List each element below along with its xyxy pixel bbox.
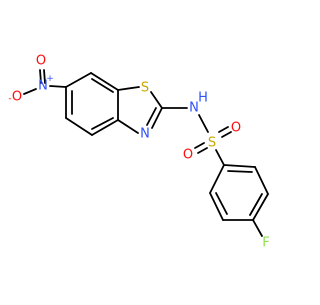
- atom-o-sulfonyl-right: O: [231, 121, 241, 136]
- bond-ar3: [252, 193, 269, 221]
- bond-n3-c3a: [117, 119, 139, 134]
- bond-c2-n3: [151, 107, 163, 129]
- bond-ar1: [223, 164, 256, 168]
- bond-ar5: [209, 192, 224, 221]
- bond-ar3-inner: [249, 193, 263, 216]
- bond-s-cipso: [215, 149, 225, 166]
- bond-ar5-inner: [215, 192, 228, 215]
- bond-c7-c7a-inner: [91, 78, 114, 93]
- bond-ar6: [209, 164, 225, 194]
- bond-n-c6: [49, 85, 67, 88]
- bond-c3a-c4-inner: [91, 117, 114, 130]
- bond-ar1-inner: [227, 170, 253, 173]
- bond-c-f: [252, 219, 263, 237]
- bond-c7a-s: [117, 86, 140, 91]
- bond-s-o-right-2: [221, 131, 232, 138]
- atom-labels: O N + O - S N N H S O O F: [8, 54, 269, 251]
- molecule-svg: O N + O - S N N H S O O F: [8, 54, 269, 251]
- bond-s-o-left-1: [194, 142, 205, 149]
- bonds: [23, 69, 269, 237]
- bond-c3a-c4: [91, 119, 119, 136]
- atom-s-ring: S: [141, 81, 149, 96]
- bond-n-o-neg: [23, 88, 37, 95]
- bond-s-o-left-2: [197, 147, 208, 154]
- bond-s-o-right-1: [218, 126, 229, 133]
- bond-n-o-top-1: [39, 69, 42, 84]
- bond-c4-c5: [65, 117, 93, 136]
- charge-minus: -: [8, 94, 11, 104]
- atom-o-nitro-top: O: [36, 54, 46, 69]
- bond-n-o-top-2: [43, 69, 46, 84]
- atom-o-nitro-neg: O: [12, 90, 22, 105]
- bond-c6-c7: [65, 72, 92, 88]
- bond-nh-s: [198, 114, 209, 133]
- molecule-structure: O N + O - S N N H S O O F: [8, 54, 269, 251]
- atom-n-amide: N: [189, 101, 199, 116]
- bond-s-c2: [150, 91, 163, 109]
- atom-n-ring: N: [140, 127, 150, 142]
- bond-c7-c7a: [90, 72, 119, 91]
- bond-c2-n3-inner: [146, 107, 157, 126]
- atom-o-sulfonyl-left: O: [183, 148, 193, 163]
- atom-n-nitro: N: [38, 79, 48, 94]
- atom-h-amide: H: [198, 91, 208, 106]
- atom-f: F: [262, 236, 269, 251]
- atom-s-sulfonyl: S: [208, 136, 216, 151]
- bond-ar2: [254, 166, 269, 195]
- charge-plus: +: [46, 74, 54, 84]
